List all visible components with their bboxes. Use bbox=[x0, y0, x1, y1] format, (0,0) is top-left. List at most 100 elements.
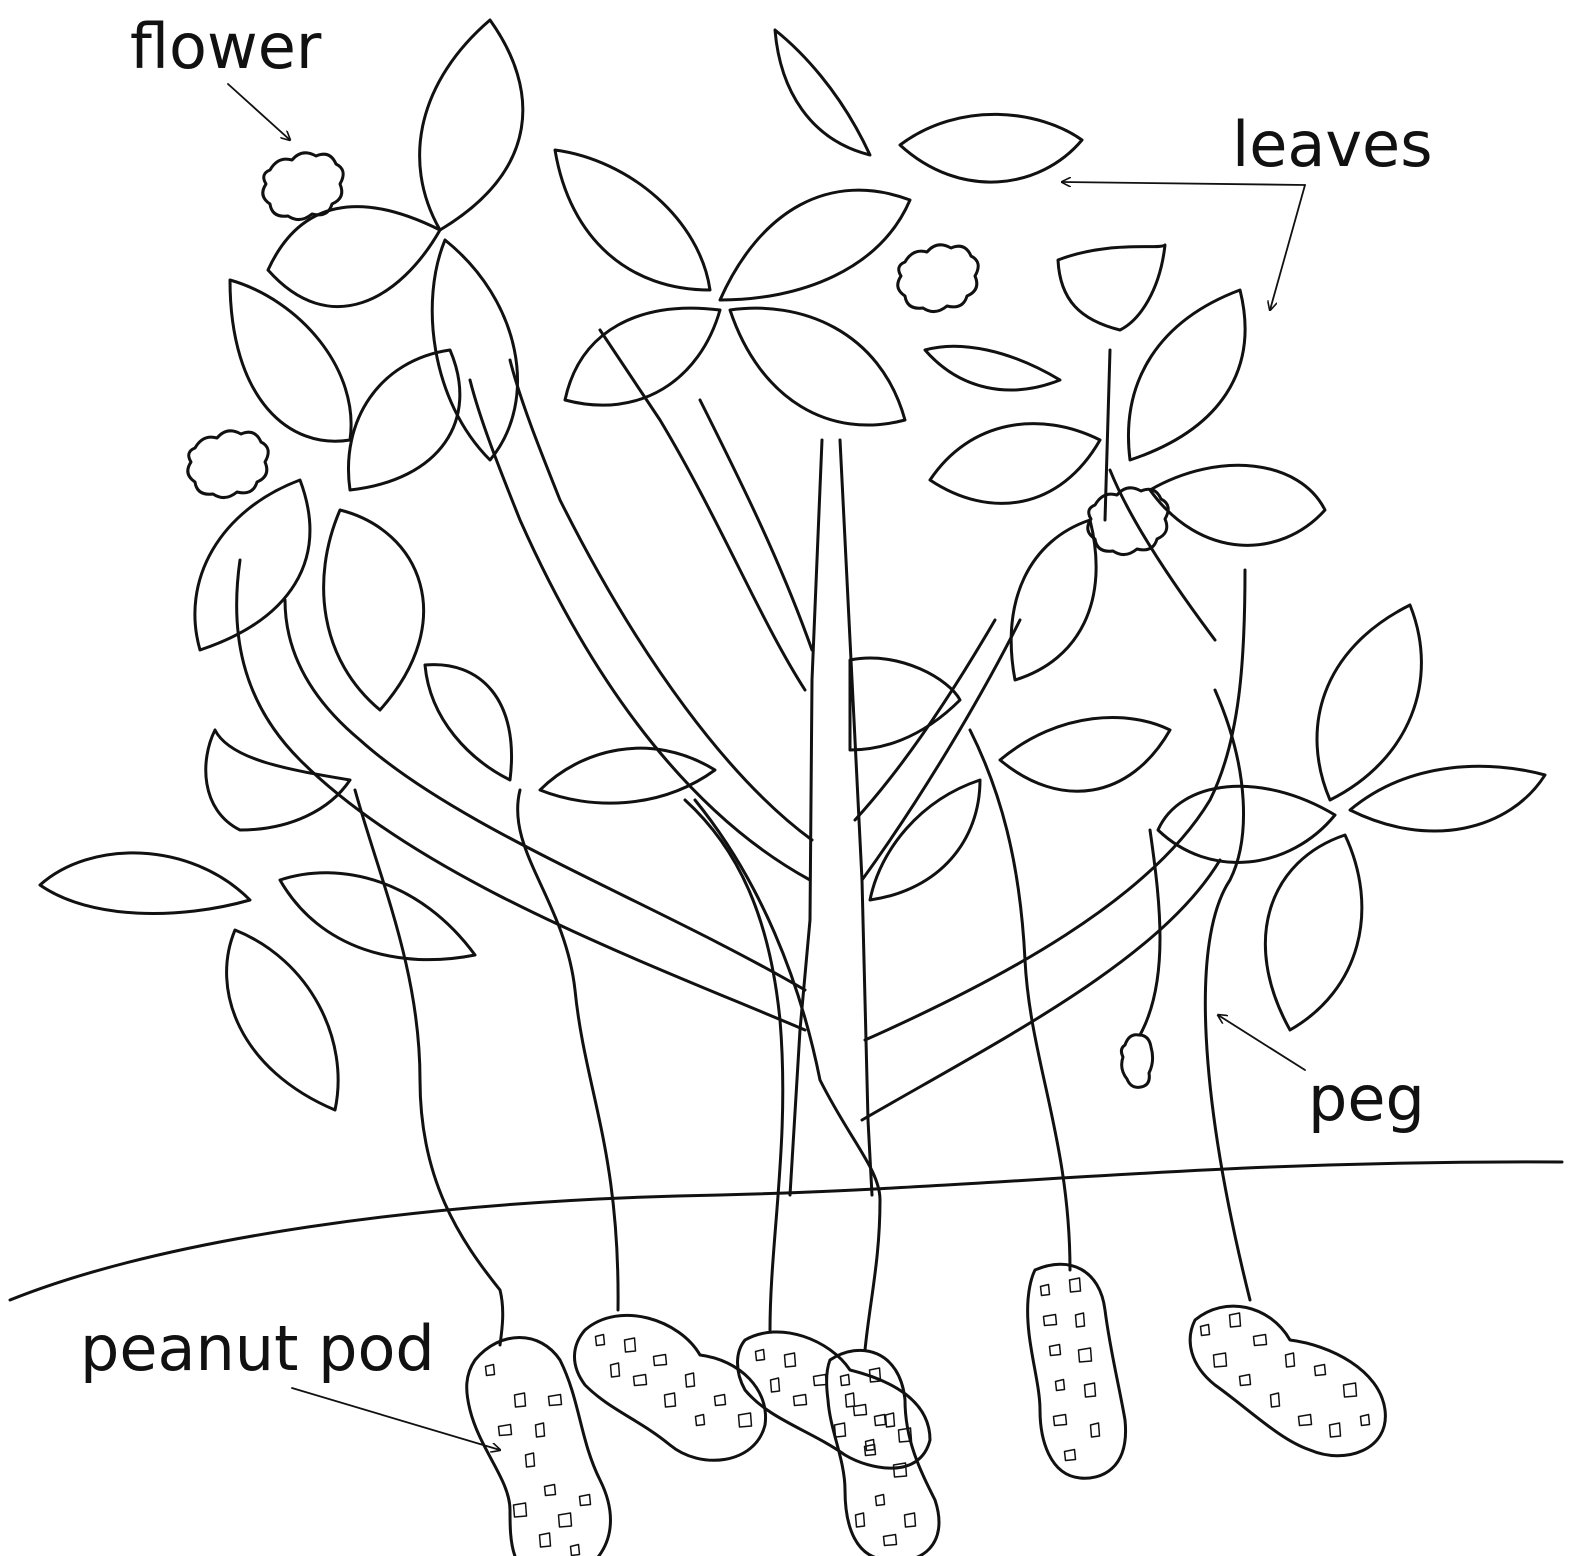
peanut-pod bbox=[1028, 1264, 1126, 1478]
pod-texture-cell bbox=[1201, 1325, 1210, 1336]
stem-group bbox=[237, 330, 1245, 1195]
pod-texture-cell bbox=[1330, 1423, 1341, 1437]
leaf bbox=[206, 730, 350, 830]
pod-texture-cell bbox=[686, 1373, 695, 1387]
pod-texture-cell bbox=[794, 1395, 807, 1406]
pod-texture-cell bbox=[814, 1375, 827, 1386]
pod-texture-cell bbox=[1361, 1415, 1370, 1426]
pod-texture-cell bbox=[739, 1413, 752, 1427]
pod-texture-cell bbox=[1299, 1415, 1312, 1426]
leaf bbox=[195, 480, 310, 650]
leaf bbox=[930, 424, 1100, 504]
pod-texture-cell bbox=[1041, 1285, 1050, 1296]
pod-texture-cell bbox=[835, 1423, 846, 1437]
pod-texture-cell bbox=[1254, 1335, 1267, 1346]
leaf bbox=[1158, 786, 1335, 862]
pod-texture-cell bbox=[1079, 1348, 1092, 1362]
pod-texture-cell bbox=[696, 1415, 705, 1426]
pod-texture-cell bbox=[715, 1395, 726, 1406]
pod-texture-cell bbox=[634, 1375, 647, 1386]
pod-texture-cell bbox=[905, 1513, 916, 1527]
pod-texture-cell bbox=[1214, 1353, 1227, 1367]
peg-arrow bbox=[1218, 1015, 1305, 1070]
pod-texture-cell bbox=[1056, 1380, 1065, 1391]
flower-blob bbox=[188, 431, 268, 498]
leaf bbox=[775, 30, 870, 155]
pod-texture-cell bbox=[1044, 1315, 1057, 1326]
pod-texture-cell bbox=[1315, 1365, 1326, 1376]
leaf bbox=[348, 350, 459, 490]
pegs-group bbox=[355, 690, 1250, 1350]
pod-texture-cell bbox=[499, 1425, 512, 1436]
pod-texture-cell bbox=[854, 1405, 867, 1416]
peg bbox=[1205, 690, 1250, 1300]
pod-texture-cell bbox=[1091, 1423, 1100, 1437]
peg bbox=[355, 790, 503, 1345]
peg bbox=[695, 800, 880, 1350]
pod-texture-cell bbox=[596, 1335, 605, 1346]
pod-texture-cell bbox=[654, 1355, 667, 1366]
leaves-arrow-1 bbox=[1062, 182, 1305, 185]
leaf bbox=[227, 930, 339, 1110]
pod-texture-cell bbox=[875, 1415, 886, 1426]
pod-texture-cell bbox=[559, 1513, 572, 1527]
leaf bbox=[925, 346, 1060, 390]
leaf bbox=[268, 207, 440, 307]
peg bbox=[685, 800, 783, 1330]
ground-line bbox=[10, 1162, 1562, 1300]
leaf bbox=[730, 308, 905, 425]
pod-texture-cell bbox=[1085, 1383, 1096, 1397]
pod-texture-cell bbox=[1271, 1393, 1280, 1407]
pod-texture-cell bbox=[1065, 1450, 1076, 1461]
leaf bbox=[540, 748, 715, 803]
pod-texture-cell bbox=[665, 1393, 676, 1407]
pod-texture-cell bbox=[540, 1533, 551, 1547]
leaf bbox=[900, 114, 1082, 182]
pod-texture-cell bbox=[856, 1513, 865, 1527]
flower-blob bbox=[898, 245, 978, 312]
peanut-pod bbox=[1190, 1306, 1385, 1456]
leaves-arrow-2 bbox=[1270, 185, 1305, 310]
pod-texture-cell bbox=[515, 1393, 526, 1407]
leaf bbox=[1350, 766, 1545, 831]
leaf bbox=[1011, 520, 1096, 680]
peg bbox=[970, 730, 1070, 1270]
pod-texture-cell bbox=[571, 1545, 580, 1556]
pod-texture-cell bbox=[1054, 1415, 1067, 1426]
pod-texture-cell bbox=[771, 1378, 780, 1392]
pod-texture-cell bbox=[1070, 1278, 1081, 1292]
label-leaves: leaves bbox=[1232, 108, 1433, 181]
leaf bbox=[720, 190, 910, 300]
pod-texture-cell bbox=[841, 1375, 850, 1386]
leaf bbox=[1265, 835, 1362, 1030]
leaf bbox=[40, 853, 250, 914]
label-flower: flower bbox=[130, 10, 322, 83]
leaf bbox=[1058, 245, 1165, 330]
flower-blob bbox=[1121, 1035, 1152, 1088]
leaf bbox=[230, 280, 351, 441]
pod-texture-cell bbox=[876, 1495, 885, 1506]
pod-texture-cell bbox=[486, 1365, 495, 1376]
pod-texture-cell bbox=[526, 1453, 535, 1467]
pod-texture-cell bbox=[1050, 1345, 1061, 1356]
flower-blob bbox=[263, 153, 343, 220]
pod-texture-cell bbox=[1286, 1353, 1295, 1367]
flower-arrow bbox=[228, 84, 290, 140]
pod-texture-cell bbox=[886, 1413, 895, 1427]
leaf bbox=[1128, 290, 1245, 460]
pod-texture-cell bbox=[1230, 1313, 1241, 1327]
pod-texture-cell bbox=[756, 1350, 765, 1361]
leaf bbox=[425, 665, 512, 780]
leaf bbox=[1150, 465, 1325, 545]
pods-group bbox=[467, 1264, 1386, 1556]
leaf bbox=[280, 873, 475, 960]
leaf bbox=[1317, 605, 1421, 800]
leaf bbox=[1000, 718, 1170, 792]
pod-texture-cell bbox=[884, 1535, 897, 1546]
pod-texture-cell bbox=[611, 1363, 620, 1377]
pod-texture-cell bbox=[536, 1423, 545, 1437]
label-peanut-pod: peanut pod bbox=[80, 1312, 435, 1385]
pod-texture-cell bbox=[545, 1485, 556, 1496]
